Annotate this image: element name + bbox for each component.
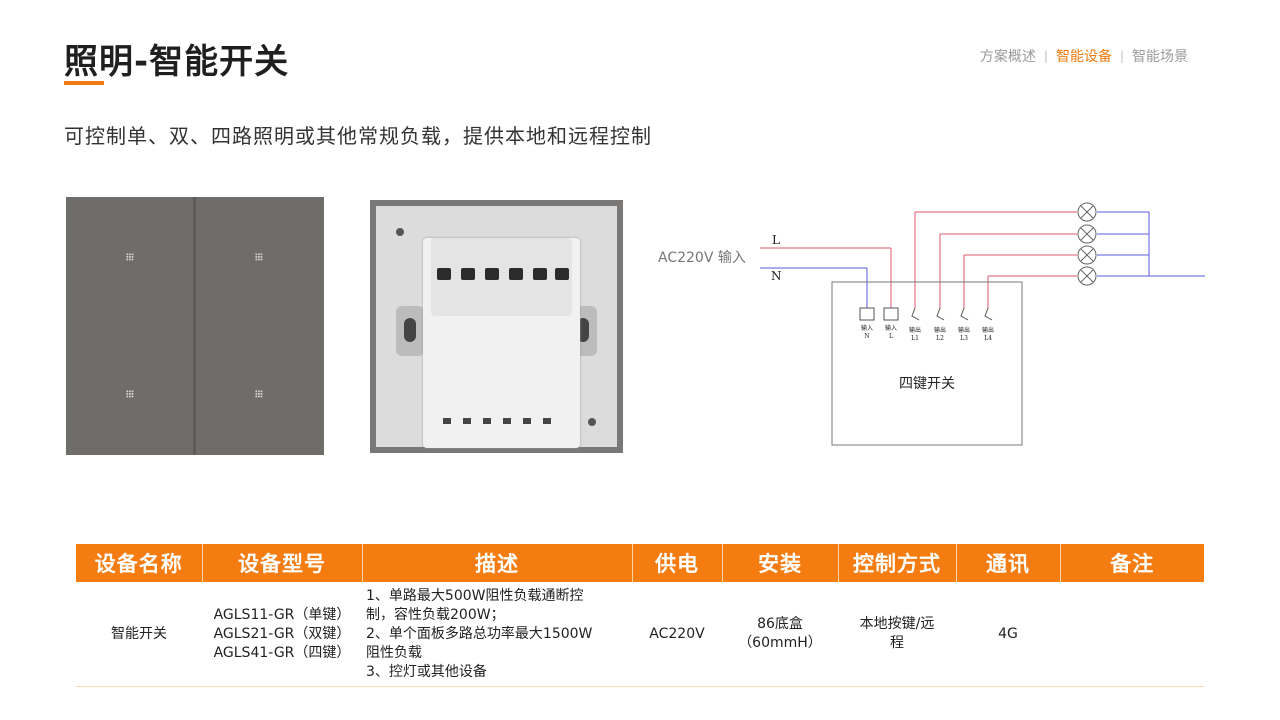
- mount-ear-left: [396, 306, 424, 356]
- device-label: 四键开关: [899, 376, 955, 392]
- screw-hole: [588, 418, 596, 426]
- relay-contact: [911, 307, 920, 321]
- column-header: 控制方式: [837, 544, 956, 582]
- top-nav: 方案概述 | 智能设备 | 智能场景: [980, 46, 1188, 66]
- switch-back-image: [370, 200, 623, 453]
- column-header: 通讯: [955, 544, 1060, 582]
- input-label: AC220V 输入: [658, 250, 746, 266]
- cell-model: AGLS11-GR（单键） AGLS21-GR（双键） AGLS41-GR（四键…: [202, 582, 362, 687]
- terminal-top-label: 输入: [885, 324, 897, 332]
- cell-control-method: 本地按键/远 程: [838, 582, 956, 687]
- terminal-block: [431, 238, 572, 316]
- button-divider: [193, 197, 196, 455]
- terminal-top-label: 输出: [909, 326, 921, 334]
- line-n-label: N: [771, 269, 782, 283]
- device-spec-table: 设备名称 设备型号 描述 供电 安装 控制方式 通讯 备注 智能开关 AGLS1…: [76, 544, 1204, 687]
- description-line: 3、控灯或其他设备: [366, 663, 487, 680]
- terminal-top-label: 输出: [958, 326, 970, 334]
- indicator-dots: [126, 390, 134, 398]
- cell-description: 1、单路最大500W阻性负载通断控 制，容性负载200W； 2、单个面板多路总功…: [362, 582, 632, 687]
- vent-slot: [543, 418, 551, 424]
- table-row: 智能开关 AGLS11-GR（单键） AGLS21-GR（双键） AGLS41-…: [76, 582, 1204, 687]
- nav-item-overview[interactable]: 方案概述: [979, 49, 1036, 65]
- terminal-bottom-label: L4: [984, 335, 992, 342]
- terminal-top-label: 输出: [934, 326, 946, 334]
- nav-item-scenes[interactable]: 智能场景: [1132, 49, 1188, 65]
- indicator-dots: [255, 253, 263, 261]
- install-line: （60mmH）: [738, 635, 822, 651]
- vent-slot: [463, 418, 471, 424]
- terminal-bottom-label: N: [864, 333, 869, 340]
- vent-slot: [443, 418, 451, 424]
- page-subtitle: 可控制单、双、四路照明或其他常规负载，提供本地和远程控制: [64, 124, 652, 148]
- column-header: 安装: [721, 544, 838, 582]
- column-header: 备注: [1059, 544, 1204, 582]
- back-plate: [376, 206, 617, 448]
- column-header: 设备名称: [76, 544, 202, 582]
- model-line: AGLS41-GR（四键）: [213, 644, 351, 661]
- vent-slot: [503, 418, 511, 424]
- terminal-n: [859, 307, 875, 321]
- cell-install: 86底盒 （60mmH）: [722, 582, 838, 687]
- description-line: 阻性负载: [366, 644, 422, 661]
- terminal: [533, 268, 547, 280]
- relay-contact: [960, 307, 969, 321]
- switch-front-image: [66, 197, 324, 455]
- cell-communication: 4G: [956, 582, 1060, 687]
- cell-device-name: 智能开关: [76, 582, 202, 687]
- install-line: 86底盒: [757, 616, 803, 632]
- terminal-bottom-label: L1: [911, 335, 919, 342]
- terminal: [461, 268, 475, 280]
- relay-contact: [936, 307, 945, 321]
- indicator-dots: [126, 253, 134, 261]
- nav-separator: |: [1043, 49, 1048, 63]
- terminal-bottom-label: L3: [960, 335, 968, 342]
- terminal: [509, 268, 523, 280]
- wiring-diagram: AC220V 输入 L N 输入 N 输入 L 输出 L1: [658, 202, 1205, 446]
- description-line: 1、单路最大500W阻性负载通断控: [366, 587, 584, 604]
- power-module: [423, 238, 580, 448]
- model-line: AGLS21-GR（双键）: [213, 625, 351, 642]
- page-title: 照明-智能开关: [64, 42, 290, 82]
- terminal: [555, 268, 569, 280]
- terminal-bottom-label: L: [889, 333, 893, 340]
- terminal-bottom-label: L2: [936, 335, 944, 342]
- vent-slot: [523, 418, 531, 424]
- cell-power: AC220V: [632, 582, 722, 687]
- column-header: 设备型号: [201, 544, 362, 582]
- lamp-icon: [1077, 266, 1097, 286]
- vent-slot: [483, 418, 491, 424]
- relay-contact: [984, 307, 993, 321]
- description-line: 2、单个面板多路总功率最大1500W: [366, 625, 593, 642]
- nav-item-devices[interactable]: 智能设备: [1055, 49, 1112, 65]
- lamp-icon: [1077, 224, 1097, 244]
- lamp-icon: [1077, 245, 1097, 265]
- description-line: 制，容性负载200W；: [366, 606, 505, 623]
- terminal: [437, 268, 451, 280]
- column-header: 供电: [631, 544, 722, 582]
- lamp-icon: [1077, 202, 1097, 222]
- terminal-l: [883, 307, 899, 321]
- control-line: 本地按键/远: [859, 616, 935, 632]
- terminal-top-label: 输出: [982, 326, 994, 334]
- terminal: [485, 268, 499, 280]
- switch-device-box: [831, 281, 1023, 446]
- column-header: 描述: [361, 544, 632, 582]
- model-line: AGLS11-GR（单键）: [213, 606, 351, 623]
- cell-remark: [1060, 582, 1204, 687]
- title-underline: [64, 81, 104, 85]
- terminal-top-label: 输入: [861, 324, 873, 332]
- nav-separator: |: [1119, 49, 1124, 63]
- line-l-label: L: [772, 233, 780, 247]
- table-header-row: 设备名称 设备型号 描述 供电 安装 控制方式 通讯 备注: [76, 544, 1204, 582]
- screw-hole: [396, 228, 404, 236]
- indicator-dots: [255, 390, 263, 398]
- control-line: 程: [890, 635, 904, 651]
